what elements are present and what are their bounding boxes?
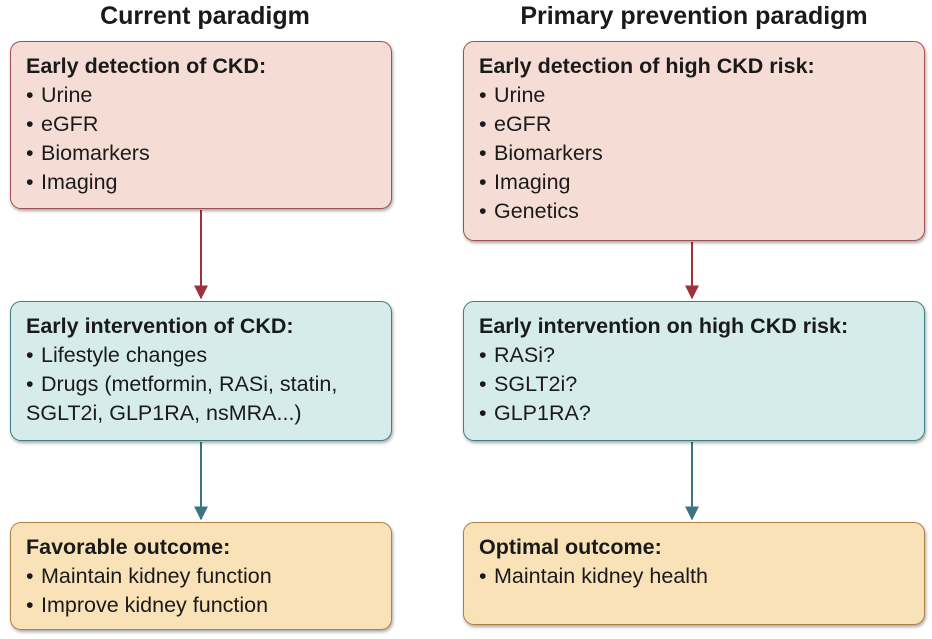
primary-prevention-paradigm-title: Primary prevention paradigm [520, 2, 868, 30]
list-item: •Improve kidney function [26, 593, 269, 617]
list-item: •Urine [479, 83, 546, 107]
list-item: •GLP1RA? [479, 401, 591, 425]
optimal-outcome-box: Optimal outcome: •Maintain kidney health [463, 522, 925, 625]
list-item: •Imaging [479, 170, 571, 194]
list-item: •Drugs (metformin, RASi, statin, [26, 372, 338, 396]
list-item: •Urine [26, 83, 93, 107]
box-title: Early intervention of CKD: [26, 314, 294, 338]
list-item: •Genetics [479, 199, 579, 223]
list-item: •Imaging [26, 170, 118, 194]
list-item: •Maintain kidney function [26, 564, 272, 588]
early-detection-ckd-box: Early detection of CKD: •Urine •eGFR •Bi… [10, 41, 392, 209]
box-title: Early detection of high CKD risk: [479, 54, 815, 78]
box-title: Optimal outcome: [479, 535, 662, 559]
list-item: •Biomarkers [479, 141, 603, 165]
list-item: •eGFR [26, 112, 99, 136]
current-paradigm-title: Current paradigm [100, 2, 310, 30]
early-intervention-high-ckd-risk-box: Early intervention on high CKD risk: •RA… [463, 301, 925, 441]
box-title: Early intervention on high CKD risk: [479, 314, 849, 338]
early-detection-high-ckd-risk-box: Early detection of high CKD risk: •Urine… [463, 41, 925, 241]
favorable-outcome-box: Favorable outcome: •Maintain kidney func… [10, 522, 392, 630]
early-intervention-ckd-box: Early intervention of CKD: •Lifestyle ch… [10, 301, 392, 441]
box-title: Early detection of CKD: [26, 54, 267, 78]
list-item-continuation: SGLT2i, GLP1RA, nsMRA...) [26, 401, 302, 425]
list-item: •SGLT2i? [479, 372, 578, 396]
box-title: Favorable outcome: [26, 535, 231, 559]
list-item: •Lifestyle changes [26, 343, 208, 367]
list-item: •Maintain kidney health [479, 564, 708, 588]
list-item: •Biomarkers [26, 141, 150, 165]
list-item: •eGFR [479, 112, 552, 136]
list-item: •RASi? [479, 343, 555, 367]
